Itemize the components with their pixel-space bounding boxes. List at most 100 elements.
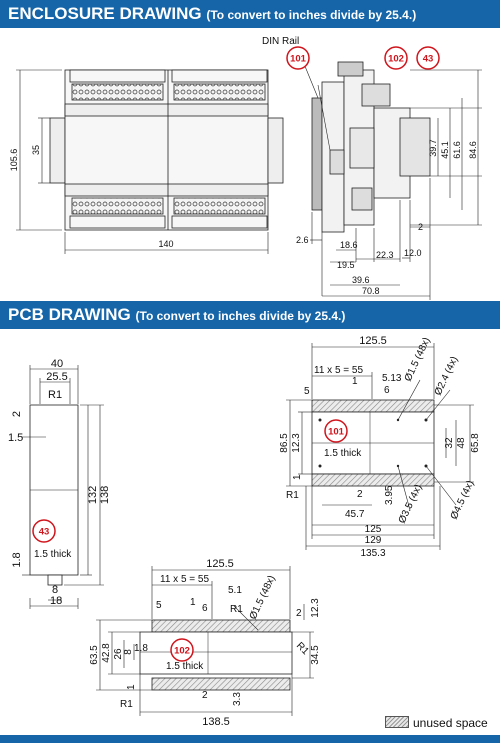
callout-101-label: 101 — [290, 54, 307, 65]
pcb-banner: PCB DRAWING (To convert to inches divide… — [0, 301, 500, 329]
pcb102-r1: R1 — [230, 604, 243, 615]
din-rail-label: DIN Rail — [262, 36, 299, 47]
pcb101-d2: 2 — [357, 489, 363, 500]
pcb101-d32: 32 — [444, 437, 455, 449]
pcb102-d2b: 2 — [202, 690, 208, 701]
pcb102-h1: Ø1.5 (48x) — [248, 574, 278, 621]
pcb101-d865: 86.5 — [279, 433, 290, 453]
pcb43-w255: 25.5 — [46, 371, 67, 383]
pcb43-h132: 132 — [87, 486, 99, 504]
legend: unused space — [385, 716, 488, 730]
pcb43-callout-label: 43 — [39, 527, 50, 538]
pcb43-d15: 1.5 — [8, 432, 23, 444]
pcb101-thick: 1.5 thick — [324, 448, 362, 459]
enclosure-banner: ENCLOSURE DRAWING (To convert to inches … — [0, 0, 500, 28]
pcb102-pitch: 11 x 5 = 55 — [160, 574, 209, 585]
pcb43-w40: 40 — [51, 358, 63, 370]
pcb101-h2: Ø2.4 (4x) — [433, 355, 461, 397]
legend-label: unused space — [413, 716, 488, 730]
pcb101-h3: Ø3.5 (4x) — [397, 483, 425, 525]
pcb101-r1: R1 — [286, 490, 299, 501]
enclosure-title: ENCLOSURE DRAWING (To convert to inches … — [8, 4, 417, 23]
pcb102-d1b: 1 — [126, 684, 137, 690]
pcb102-d33: 3.3 — [232, 692, 243, 706]
pcb43-d2: 2 — [11, 411, 23, 417]
dim-84-6: 84.6 — [468, 141, 478, 159]
pcb43-b8: 8 — [52, 584, 58, 596]
enclosure-side-dims — [299, 53, 482, 300]
pcb43-callout: 43 — [32, 519, 56, 543]
dim-39-7: 39.7 — [428, 139, 438, 157]
pcb102-w1385: 138.5 — [202, 716, 230, 728]
dim-18-6: 18.6 — [340, 240, 358, 250]
pcb-43-outline — [29, 404, 79, 586]
pcb101-d6: 6 — [384, 385, 390, 396]
dim-22-3: 22.3 — [376, 250, 394, 260]
pcb102-d51: 5.1 — [228, 585, 242, 596]
pcb101-callout: 101 — [324, 419, 348, 443]
callout-102-label: 102 — [388, 54, 404, 65]
pcb101-d48: 48 — [456, 437, 467, 449]
enclosure-front-view — [49, 69, 284, 231]
pcb101-callout-label: 101 — [328, 427, 345, 438]
dim-45-1: 45.1 — [440, 141, 450, 159]
pcb102-d2: 2 — [296, 608, 302, 619]
pcb-43-dims — [22, 365, 104, 609]
dim-12-0: 12.0 — [404, 248, 422, 258]
pcb101-pitch: 11 x 5 = 55 — [314, 365, 363, 376]
pcb43-r1: R1 — [48, 389, 62, 401]
dim-height-total: 105.6 — [9, 149, 19, 172]
pcb101-h1: Ø1.5 (48x) — [403, 336, 433, 383]
enclosure-front-dims — [16, 69, 269, 254]
pcb102-d18: 1.8 — [134, 643, 148, 654]
dim-61-6: 61.6 — [452, 141, 462, 159]
pcb102-d1: 1 — [190, 597, 196, 608]
pcb102-d26: 26 — [113, 648, 124, 660]
pcb-102-outline — [139, 619, 293, 691]
callout-43-label: 43 — [423, 54, 434, 65]
dim-height-inner: 35 — [31, 145, 41, 155]
pcb102-d345: 34.5 — [310, 645, 321, 665]
pcb101-d1b: 1 — [292, 474, 303, 480]
pcb102-d635: 63.5 — [89, 645, 100, 665]
pcb101-d1: 1 — [352, 376, 358, 387]
pcb102-d5: 5 — [156, 600, 162, 611]
pcb-101-outline — [311, 399, 435, 487]
pcb101-w125: 125 — [365, 524, 382, 535]
pcb101-d513: 5.13 — [382, 373, 402, 384]
pcb102-callout-label: 102 — [174, 646, 190, 657]
pcb-102-dims — [96, 566, 314, 716]
pcb43-d18: 1.8 — [11, 552, 23, 567]
pcb102-w1255: 125.5 — [206, 558, 234, 570]
pcb102-r1c: R1 — [120, 699, 133, 710]
pcb101-w1353: 135.3 — [360, 548, 385, 559]
pcb43-b18: 18 — [50, 595, 62, 607]
dim-2: 2 — [418, 222, 423, 232]
callout-101: 101 — [286, 46, 310, 70]
pcb43-thick: 1.5 thick — [34, 549, 72, 560]
dim-2-6: 2.6 — [296, 235, 309, 245]
pcb-101-dims — [286, 343, 474, 550]
hatch-swatch-icon — [385, 716, 409, 728]
pcb101-d123: 12.3 — [291, 433, 302, 453]
pcb101-w1255: 125.5 — [359, 335, 387, 347]
pcb102-r1b: R1 — [294, 640, 311, 657]
dim-70-8: 70.8 — [362, 286, 380, 296]
pcb102-thick: 1.5 thick — [166, 661, 204, 672]
pcb101-d395: 3.95 — [384, 485, 395, 505]
enclosure-side-view — [311, 61, 431, 233]
dim-19-5: 19.5 — [337, 260, 355, 270]
dim-width: 140 — [158, 239, 173, 249]
pcb102-d6: 6 — [202, 603, 208, 614]
dim-39-6: 39.6 — [352, 275, 370, 285]
callout-102: 102 — [384, 46, 408, 70]
pcb102-d8: 8 — [123, 649, 134, 655]
pcb101-d658: 65.8 — [470, 433, 481, 453]
bottom-bar — [0, 735, 500, 743]
callout-43: 43 — [416, 46, 440, 70]
pcb101-d457: 45.7 — [345, 509, 365, 520]
pcb43-h138: 138 — [99, 486, 111, 504]
pcb102-d123: 12.3 — [310, 598, 321, 618]
pcb101-h4: Ø4.5 (4x) — [449, 479, 477, 521]
